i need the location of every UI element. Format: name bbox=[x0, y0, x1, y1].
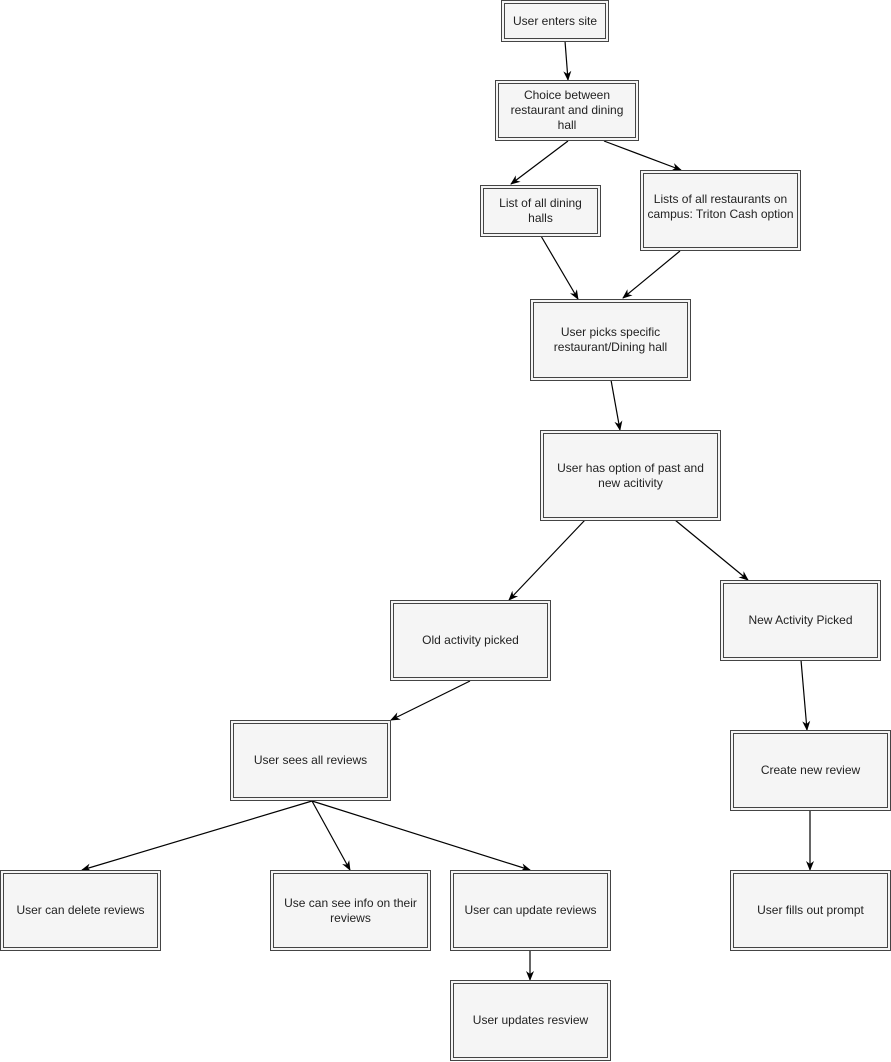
node-pick-specific: User picks specific restaurant/Dining ha… bbox=[530, 299, 691, 381]
edge-choice-to-restaurants bbox=[603, 140, 682, 171]
edge-restaurants-to-pick bbox=[622, 250, 681, 299]
node-label: New Activity Picked bbox=[748, 613, 853, 627]
node-user-enters-site: User enters site bbox=[501, 0, 609, 42]
node-choice: Choice between restaurant and dining hal… bbox=[495, 80, 639, 141]
node-label: User can update reviews bbox=[464, 903, 597, 917]
node-old-activity: Old activity picked bbox=[390, 600, 551, 681]
edge-option-to-old bbox=[508, 519, 586, 601]
node-label: Choice between restaurant and dining hal… bbox=[510, 88, 624, 132]
node-label: Lists of all restaurants on campus: Trit… bbox=[647, 192, 794, 221]
edge-pick-to-option bbox=[610, 379, 623, 431]
node-create-review: Create new review bbox=[730, 730, 891, 811]
node-fill-prompt: User fills out prompt bbox=[730, 870, 891, 951]
node-label: User picks specific restaurant/Dining ha… bbox=[553, 325, 668, 354]
edge-dining-to-pick bbox=[540, 235, 579, 300]
node-label: Use can see info on their reviews bbox=[284, 895, 417, 925]
edge-option-to-new bbox=[674, 519, 749, 581]
node-see-reviews: User sees all reviews bbox=[230, 720, 391, 801]
node-new-activity: New Activity Picked bbox=[720, 580, 881, 661]
node-label: Create new review bbox=[760, 763, 861, 777]
node-restaurants: Lists of all restaurants on campus: Trit… bbox=[640, 170, 801, 251]
node-dining-halls: List of all dining halls bbox=[480, 185, 601, 237]
node-label: User updates resview bbox=[472, 1013, 589, 1027]
node-label: User has option of past and new acitivit… bbox=[557, 460, 704, 490]
node-label: Old activity picked bbox=[422, 633, 519, 647]
node-label: User fills out prompt bbox=[757, 903, 864, 917]
node-label: User enters site bbox=[512, 13, 598, 28]
node-option-activity: User has option of past and new acitivit… bbox=[540, 430, 721, 521]
edge-enter-to-choice bbox=[563, 40, 572, 81]
edge-old-to-see-reviews bbox=[390, 680, 471, 721]
edge-reviews-to-info bbox=[311, 800, 351, 871]
edge-reviews-to-delete bbox=[81, 800, 313, 872]
edge-reviews-to-update bbox=[311, 800, 531, 872]
node-see-info: Use can see info on their reviews bbox=[270, 870, 431, 951]
node-updates-review: User updates resview bbox=[450, 980, 611, 1061]
node-label: User can delete reviews bbox=[16, 903, 145, 917]
edge-choice-to-dining bbox=[510, 140, 569, 185]
node-delete-reviews: User can delete reviews bbox=[0, 870, 161, 951]
node-update-reviews: User can update reviews bbox=[450, 870, 611, 951]
node-label: User sees all reviews bbox=[253, 753, 368, 767]
edge-new-to-create bbox=[800, 659, 811, 731]
node-label: List of all dining halls bbox=[499, 196, 582, 225]
